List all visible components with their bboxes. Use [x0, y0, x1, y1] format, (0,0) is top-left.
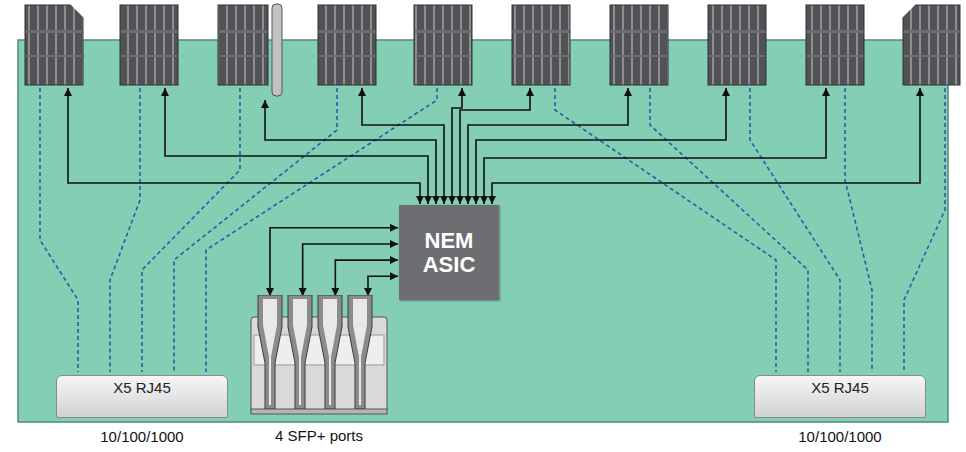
connector-label: X5 RJ45 — [57, 380, 227, 397]
speed-label: 10/100/1000 — [17, 429, 267, 444]
asic-chip: NEM ASIC — [399, 205, 499, 300]
connector-notch — [70, 4, 84, 18]
sfp-cage-outline — [250, 295, 388, 415]
rj45-connector: X5 RJ4510/100/1000 — [56, 375, 228, 418]
port-label: 4 SFP+ ports — [210, 428, 428, 443]
signal-arrow — [303, 244, 398, 296]
alignment-pin — [272, 4, 282, 96]
rj45-traces — [40, 88, 945, 372]
connector-notch — [902, 4, 916, 18]
speed-label: 10/100/1000 — [715, 429, 965, 444]
rj45-connector: X5 RJ4510/100/1000 — [754, 375, 926, 418]
circuit-board — [18, 40, 948, 422]
connector-label: X5 RJ45 — [755, 380, 925, 397]
chip-label: NEM ASIC — [405, 229, 493, 275]
signal-arrow — [335, 260, 398, 296]
asic-traces — [68, 88, 920, 204]
sfp-cage: 4 SFP+ ports — [250, 295, 388, 415]
signal-arrow — [270, 228, 398, 296]
backplane-connectors — [25, 5, 960, 85]
signal-arrow — [368, 276, 398, 296]
